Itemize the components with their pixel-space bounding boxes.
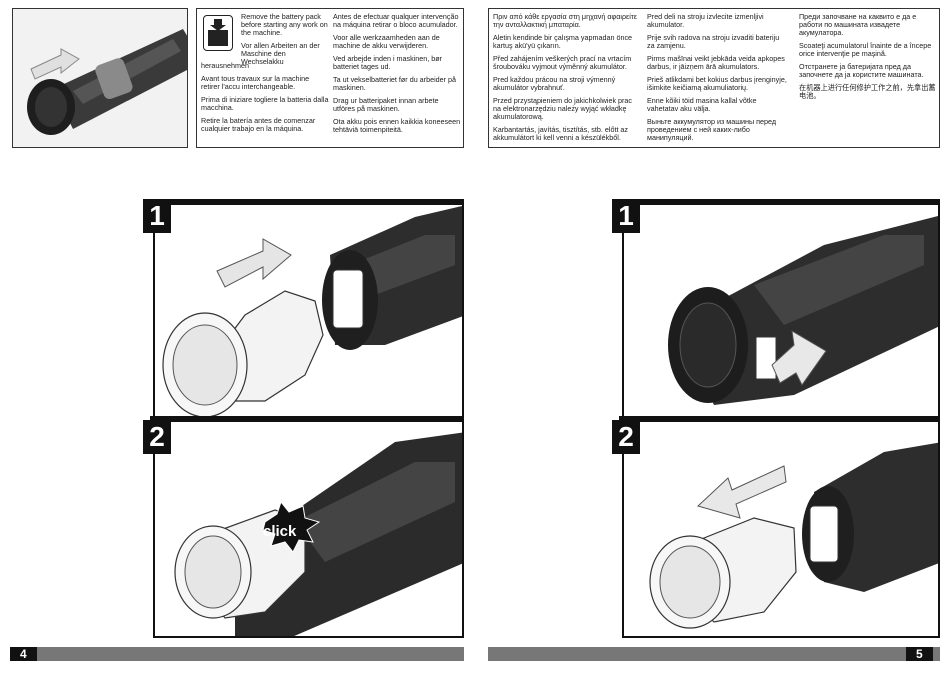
warning-de-cont: herausnehmen — [201, 61, 249, 70]
warning-lt: Prieš atlikdami bet kokius darbus įrengi… — [647, 75, 787, 92]
warning-zh: 在机器上进行任何修护工作之前，先拿出蓄电池。 — [799, 83, 936, 100]
step-number-left-2: 2 — [143, 420, 171, 454]
warning-pl: Przed przystąpieniem do jakichkolwiek pr… — [493, 96, 633, 121]
step-number-right-2: 2 — [612, 420, 640, 454]
step-panel-left-1 — [153, 203, 464, 418]
warning-sv: Drag ur batteripaket innan arbete utföre… — [333, 96, 439, 113]
warning-mk: Отстранете ја батеријата пред да започне… — [799, 62, 924, 79]
warning-icon — [203, 15, 233, 51]
warning-fr: Avant tous travaux sur la machine retire… — [201, 74, 310, 91]
battery-remove-illustration — [649, 442, 938, 629]
warning-lv: Pirms mašīnai veikt jebkāda veida apkope… — [647, 54, 785, 71]
warning-it: Prima di iniziare togliere la batteria d… — [201, 95, 329, 112]
click-burst-icon — [262, 500, 321, 553]
step-panel-left-2: click — [153, 420, 464, 638]
warning-hu: Karbantartás, javítás, tisztítás, stb. e… — [493, 125, 629, 142]
warning-el: Πριν από κάθε εργασία στη μηχανή αφαιρεί… — [493, 12, 637, 29]
step-number-left-1: 1 — [143, 199, 171, 233]
step-panel-right-2 — [622, 420, 940, 638]
warning-et: Enne kõiki töid masina kallal võtke vahe… — [647, 96, 757, 113]
step-divider-right-1 — [619, 199, 940, 204]
step-panel-right-1 — [622, 203, 940, 418]
battery-release-illustration — [668, 216, 938, 405]
warning-sk: Pred každou prácou na stroji výmenný aku… — [493, 75, 616, 92]
click-label: click — [263, 523, 297, 540]
warning-ru: Выньте аккумулятор из машины перед прове… — [647, 117, 777, 142]
battery-removal-illustration-box — [12, 8, 188, 148]
warning-da: Ved arbejde inden i maskinen, bør batter… — [333, 54, 443, 71]
battery-inserted-illustration — [174, 432, 462, 636]
page-number-left: 4 — [10, 647, 37, 661]
footer-bar-right — [488, 647, 940, 661]
warning-pt: Antes de efectuar qualquer intervenção n… — [333, 12, 459, 29]
warning-de: Vor allen Arbeiten an der Maschine den W… — [241, 41, 320, 66]
warning-nl: Voor alle werkzaamheden aan de machine d… — [333, 33, 440, 50]
warning-en: Remove the battery pack before starting … — [241, 12, 328, 37]
warning-sl: Pred deli na stroju izvlecite izmenljivi… — [647, 12, 764, 29]
battery-insert-illustration — [162, 205, 462, 416]
warning-hr: Prije svih radova na stroju izvaditi bat… — [647, 33, 780, 50]
warning-text-box-left: Remove the battery pack before starting … — [196, 8, 464, 148]
tool-removal-illustration — [27, 29, 187, 135]
warning-tr: Aletin kendinde bir çalışma yapmadan önc… — [493, 33, 633, 50]
warning-no: Ta ut vekselbatteriet før du arbeider på… — [333, 75, 457, 92]
warning-ro: Scoateţi acumulatorul înainte de a încep… — [799, 41, 932, 58]
warning-fi: Ota akku pois ennen kaikkia koneeseen te… — [333, 117, 461, 134]
warning-text-box-right: Πριν από κάθε εργασία στη μηχανή αφαιρεί… — [488, 8, 940, 148]
footer-bar-left — [10, 647, 464, 661]
warning-bg: Преди започване на каквито е да е работи… — [799, 12, 917, 37]
warning-es: Retire la batería antes de comenzar cual… — [201, 116, 316, 133]
step-divider-left-1 — [150, 199, 464, 204]
warning-cs: Před zahájením veškerých prací na vrtací… — [493, 54, 632, 71]
step-number-right-1: 1 — [612, 199, 640, 233]
step-divider-left-2 — [150, 416, 464, 421]
step-divider-right-2 — [619, 416, 940, 421]
page-number-right: 5 — [906, 647, 933, 661]
